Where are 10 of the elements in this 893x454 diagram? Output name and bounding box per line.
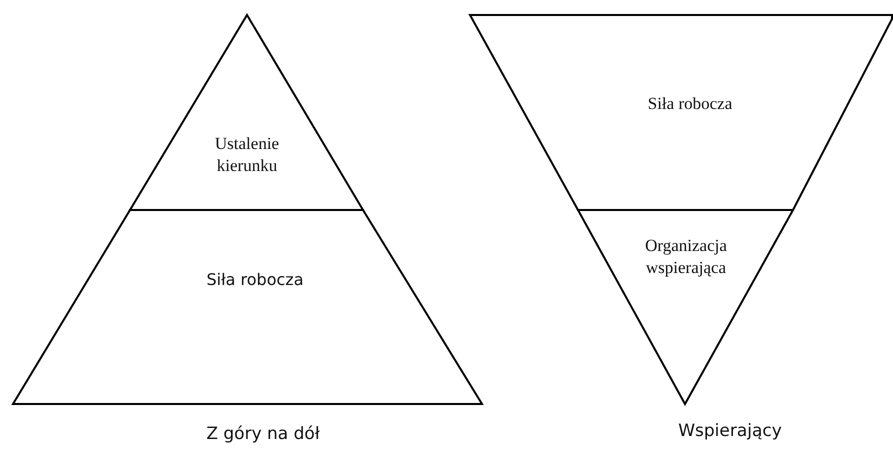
section-label: Siła robocza bbox=[646, 93, 734, 115]
pyramid-section bbox=[13, 210, 482, 404]
section-label: Siła robocza bbox=[206, 270, 304, 291]
section-label: Organizacja wspierająca bbox=[644, 235, 728, 280]
pyramid-section bbox=[130, 15, 363, 210]
pyramid-section bbox=[578, 210, 793, 404]
pyramid-section bbox=[470, 15, 892, 210]
section-label: Ustalenie kierunku bbox=[214, 133, 280, 178]
caption: Wspierający bbox=[678, 421, 782, 441]
caption: Z góry na dół bbox=[206, 424, 320, 444]
